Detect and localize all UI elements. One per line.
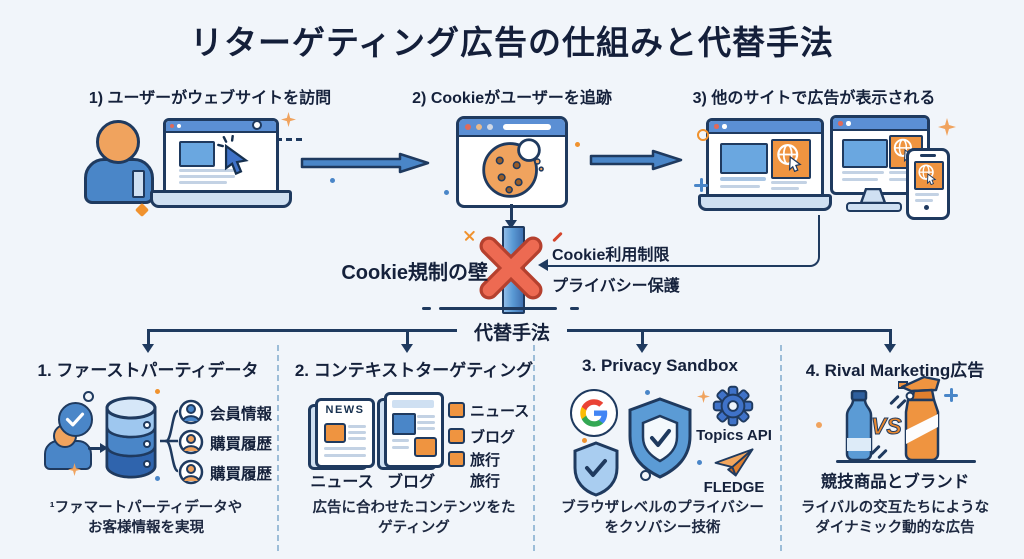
- gear-icon: [712, 385, 754, 427]
- dot-decoration: [575, 142, 580, 147]
- big-shield-icon: [628, 397, 692, 479]
- diamond-decoration: [134, 202, 150, 218]
- legend-swatch: [448, 428, 465, 444]
- cursor-click-icon: [217, 135, 249, 176]
- spray-bottle-icon: [898, 375, 941, 462]
- data-item-label: 購買履歴: [210, 436, 273, 453]
- alternatives-label: 代替手法: [457, 318, 567, 345]
- ad-banner: [771, 139, 811, 179]
- person-head: [96, 120, 140, 164]
- sparkle-decoration: [697, 390, 710, 403]
- globe-ad-icon: [918, 164, 937, 185]
- browser-bar: [166, 121, 276, 133]
- shelf-line: [836, 460, 976, 463]
- doc-label: ニュース: [310, 474, 374, 491]
- db-branch-lines: [160, 409, 178, 473]
- browser-bar: [459, 119, 565, 137]
- topics-api-label: Topics API: [696, 427, 772, 444]
- rival-subtitle: 競技商品とブランド: [820, 473, 970, 491]
- column2-title: 2. コンテキストターゲティング: [294, 361, 534, 380]
- data-item-label: 会員情報: [210, 406, 273, 423]
- column-divider: [277, 345, 279, 551]
- plus-decoration: [694, 178, 708, 192]
- database-icon: [105, 396, 157, 479]
- privacy-label: プライバシー保護: [552, 278, 680, 295]
- column1-title: 1. ファーストパーティデータ: [37, 361, 259, 380]
- google-logo-icon: [570, 389, 618, 437]
- verified-user-icon: [42, 400, 94, 470]
- column-divider: [533, 345, 535, 551]
- plus-decoration: [944, 388, 958, 402]
- blocked-x-icon: [479, 236, 543, 300]
- column4-title: 4. Rival Marketing広告: [805, 361, 985, 380]
- ad-banner: [914, 161, 944, 190]
- small-shield-icon: [573, 441, 619, 497]
- doc-label: ブログ: [386, 474, 435, 491]
- ad-laptop-base: [698, 194, 832, 211]
- cookie-icon: [482, 138, 544, 198]
- monitor-foot: [846, 202, 902, 212]
- blog-paper-icon: [384, 392, 444, 468]
- dot-decoration: [816, 422, 822, 428]
- dash-decoration: [276, 138, 306, 141]
- ring-decoration: [640, 470, 651, 481]
- legend-swatch: [448, 451, 465, 467]
- ground-line: [439, 307, 557, 310]
- column2-caption: 広告に合わせたコンテンツをた ゲティング: [312, 500, 516, 536]
- fledge-icon: [714, 448, 754, 477]
- dot-decoration: [645, 390, 650, 395]
- column1-caption: ¹ファマートパーティデータや お客様情報を実現: [49, 500, 243, 536]
- column3-caption: ブラウザレベルのプライバシー をクソバシー技術: [561, 500, 764, 536]
- page-title: リターゲティング広告の仕組みと代替手法: [189, 24, 835, 61]
- legend-label: 旅行: [470, 452, 501, 469]
- sparkle-decoration: [281, 112, 296, 127]
- step3-label: 3) 他のサイトで広告が表示される: [692, 90, 936, 107]
- news-paper-icon: NEWS: [315, 398, 375, 468]
- step2-label: 2) Cookieがユーザーを追跡: [412, 90, 612, 107]
- legend-label: ブログ: [470, 429, 516, 446]
- restriction-connector: [546, 215, 820, 267]
- dot-decoration: [155, 476, 160, 481]
- laptop-screen: [163, 118, 279, 196]
- flow-arrow-2: [589, 149, 683, 171]
- wall-label: Cookie規制の壁: [341, 262, 488, 284]
- dot-decoration: [582, 438, 587, 443]
- data-item-label: 購買履歴: [210, 466, 273, 483]
- person-hand-item: [132, 170, 145, 198]
- purchase-person-icon: [178, 459, 204, 485]
- globe-ad-icon: [777, 144, 802, 172]
- column3-title: 3. Privacy Sandbox: [582, 356, 738, 375]
- ring-decoration: [83, 391, 94, 402]
- webpage-hero-block: [179, 141, 215, 167]
- ad-phone: [906, 148, 950, 220]
- legend-label-extra: 旅行: [470, 473, 501, 490]
- dot-decoration: [252, 120, 262, 130]
- restriction-label: Cookie利用制限: [552, 247, 670, 264]
- dot-decoration: [697, 460, 702, 465]
- purchase-person-icon: [178, 429, 204, 455]
- fledge-label: FLEDGE: [703, 479, 765, 496]
- flow-arrow-1: [300, 152, 430, 174]
- cookie-browser-window: [456, 116, 568, 208]
- news-masthead: NEWS: [325, 404, 365, 416]
- step1-label: 1) ユーザーがウェブサイトを訪問: [88, 90, 332, 107]
- user-person-illustration: [80, 118, 160, 204]
- ring-decoration: [697, 129, 709, 141]
- column4-caption: ライバルの交互たちにような ダイナミック動的な広告: [800, 500, 990, 536]
- dot-decoration: [330, 178, 335, 183]
- ad-laptop-screen: [706, 118, 824, 200]
- column-divider: [780, 345, 782, 551]
- cookie-down-connector: [510, 204, 513, 222]
- member-person-icon: [178, 399, 204, 425]
- legend-label: ニュース: [470, 403, 530, 420]
- laptop-base: [150, 190, 292, 208]
- dot-decoration: [155, 389, 160, 394]
- dot-decoration: [444, 190, 449, 195]
- legend-swatch: [448, 402, 465, 418]
- sparkle-decoration: [938, 118, 956, 136]
- vs-label: VS: [871, 413, 903, 440]
